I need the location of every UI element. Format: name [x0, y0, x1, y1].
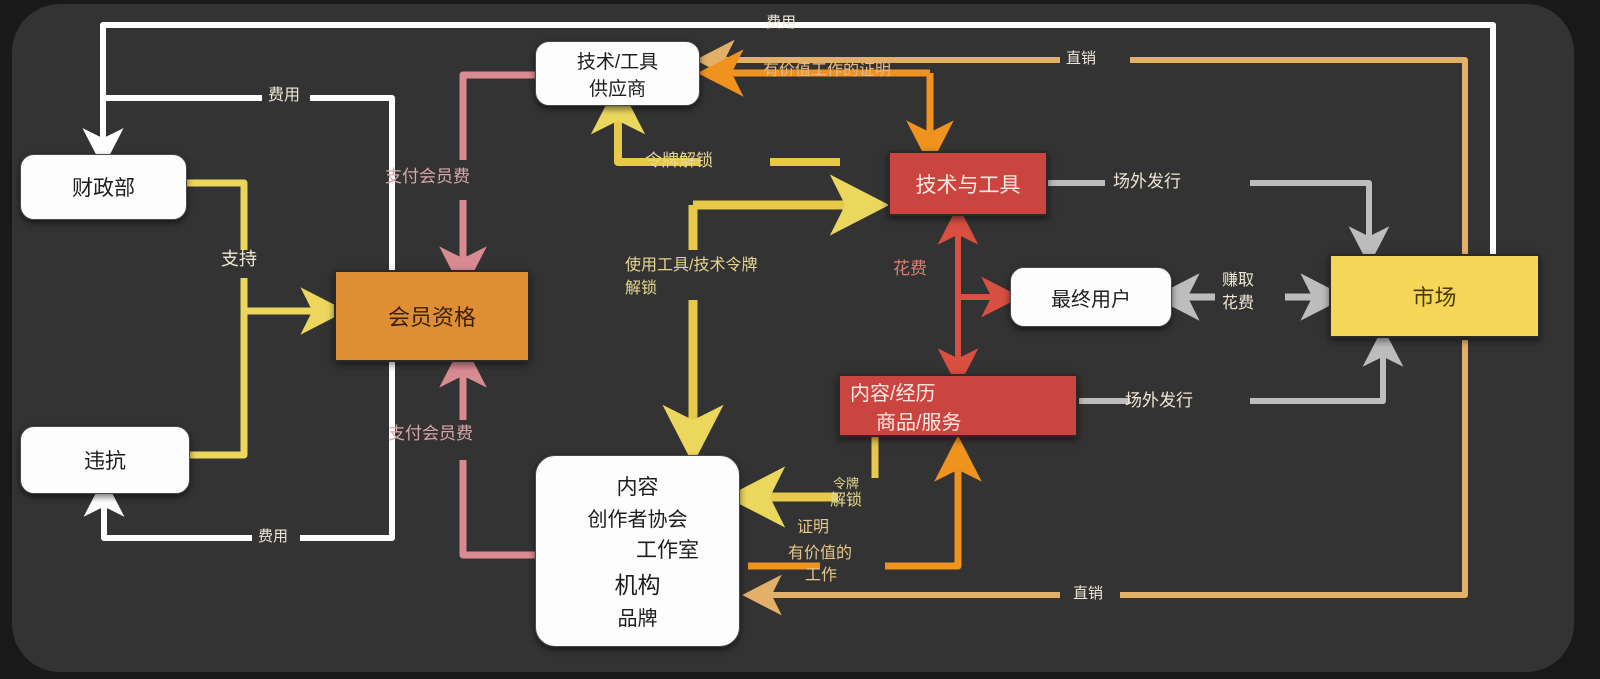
edge-label-direct-sales-top: 直销 [1066, 50, 1097, 67]
edge-label-use-tool-token: 使用工具/技术令牌 解锁 [625, 257, 758, 298]
node-treasury-label: 财政部 [72, 177, 135, 200]
edge-proof-creators-b [885, 435, 982, 570]
edge-support-to-membership [240, 278, 347, 335]
edge-direct-sales-top-a [1130, 57, 1468, 255]
edge-label-otc-content: 场外发行 [1125, 391, 1193, 410]
node-treasury[interactable]: 财政部 [20, 154, 187, 220]
edge-label-earn-spend: 赚取 花费 [1222, 272, 1255, 313]
node-content-goods-line2: 商品/服务 [876, 411, 962, 434]
node-creators-lines: 内容 创作者协会 工作室 机构 品牌 [536, 471, 739, 631]
edge-direct-sales-bottom-a [1120, 340, 1468, 598]
edge-label-proof-creator-line3: 工作 [805, 567, 838, 584]
node-content-goods-lines: 内容/经历 商品/服务 [850, 377, 1076, 435]
node-membership-label: 会员资格 [387, 305, 476, 330]
edge-pay-membership-supplier-2 [459, 71, 535, 160]
node-creators-line2: 创作者协会 [587, 509, 688, 531]
edge-label-spend: 花费 [893, 259, 927, 278]
edge-label-proof-valuable-top: 有价值工作的证明 [763, 62, 892, 79]
edge-label-direct-sales-bottom: 直销 [1073, 585, 1104, 602]
node-defiance[interactable]: 违抗 [20, 426, 190, 494]
edge-label-otc-tech: 场外发行 [1113, 172, 1181, 191]
diagram-panel [12, 4, 1574, 672]
node-tech-tools-label: 技术与工具 [915, 173, 1021, 197]
node-tech-supplier-line2: 供应商 [588, 78, 646, 100]
edge-label-token-unlock-creator-line1: 令牌 [833, 476, 860, 491]
edge-label-token-unlock-supplier: 令牌解锁 [645, 151, 713, 170]
node-membership[interactable]: 会员资格 [334, 270, 530, 362]
edge-support-treasury-membership [187, 179, 248, 250]
edge-label-fee-treasury: 费用 [268, 87, 301, 104]
edge-pay-creators-membership-a [459, 460, 535, 559]
edge-label-support: 支持 [221, 249, 257, 269]
node-creators-line5: 品牌 [617, 608, 658, 630]
node-end-user[interactable]: 最终用户 [1010, 267, 1172, 327]
edge-label-fee-defiance: 费用 [258, 528, 289, 545]
node-content-goods-line1: 内容/经历 [850, 382, 936, 405]
node-market-label: 市场 [1412, 285, 1457, 310]
edge-fee-creators-defiance-b [83, 477, 252, 541]
edge-defiance-membership [190, 311, 248, 459]
edge-label-proof-creator-line1: 证明 [797, 519, 830, 536]
edge-label-pay-membership-bottom: 支付会员费 [388, 424, 473, 443]
node-tech-supplier-lines: 技术/工具 供应商 [536, 47, 699, 101]
edge-fee-market-treasury [770, 22, 1496, 255]
node-creators-line4: 机构 [614, 572, 661, 598]
node-creators-line1: 内容 [616, 476, 659, 499]
edge-label-token-unlock-creator-line2: 解锁 [830, 492, 863, 509]
node-tech-supplier[interactable]: 技术/工具 供应商 [535, 41, 700, 106]
node-end-user-label: 最终用户 [1051, 288, 1131, 311]
node-tech-tools[interactable]: 技术与工具 [888, 151, 1048, 216]
edge-fee-creators-treasury-b [82, 95, 262, 168]
node-defiance-label: 违抗 [84, 450, 126, 473]
node-tech-supplier-line1: 技术/工具 [576, 51, 659, 73]
node-creators[interactable]: 内容 创作者协会 工作室 机构 品牌 [535, 455, 740, 647]
edge-fee-creators-defiance-a [300, 455, 395, 541]
edge-otc-content-b [1250, 327, 1404, 404]
node-market[interactable]: 市场 [1329, 254, 1540, 338]
edge-label-proof-creator-line2: 有价值的 [788, 545, 853, 562]
edge-token-unlock-supplier [590, 81, 700, 166]
edge-otc-tech-b [1250, 180, 1390, 266]
node-content-goods[interactable]: 内容/经历 商品/服务 [838, 374, 1078, 437]
edge-label-pay-membership-top: 支付会员费 [385, 167, 470, 186]
node-creators-line3: 工作室 [636, 539, 699, 562]
edge-label-fee-top: 费用 [766, 14, 797, 31]
